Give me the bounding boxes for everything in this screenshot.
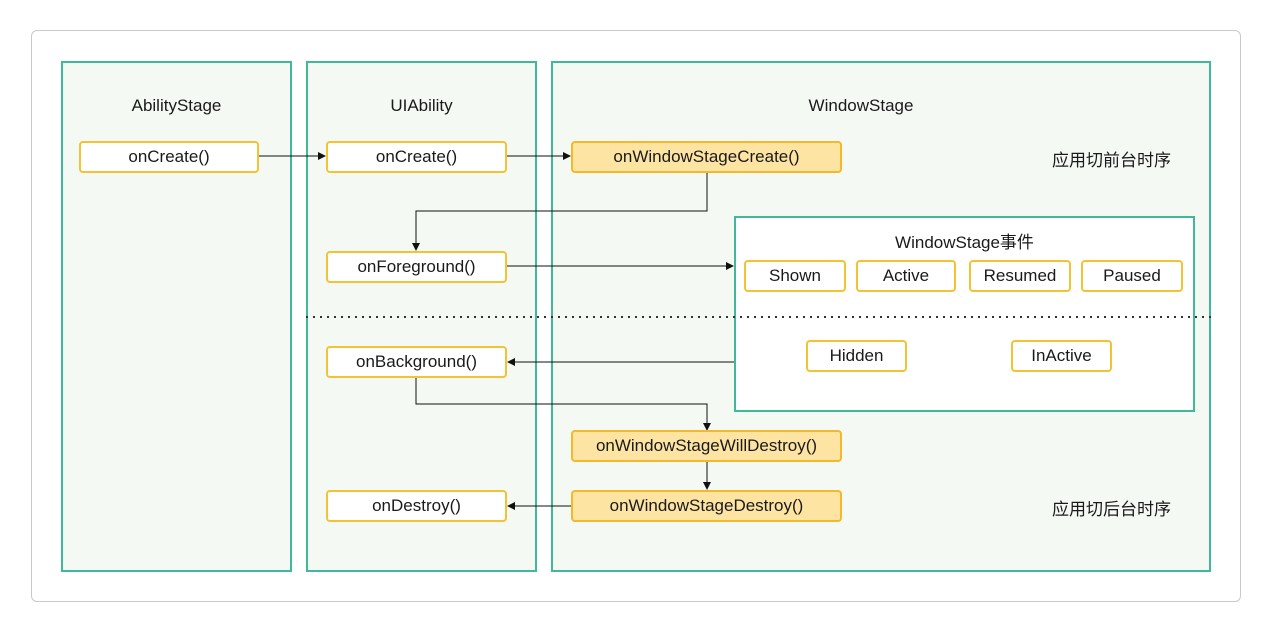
window-stage-events-box — [734, 216, 1195, 412]
events-box-title: WindowStage事件 — [895, 233, 1034, 252]
lane-title-ui-ability: UIAbility — [390, 96, 453, 115]
window-stage-destroy-node: onWindowStageDestroy() — [571, 490, 842, 522]
arrow-background-to-will-destroy — [415, 378, 711, 431]
arrow-ws-create-to-foreground — [412, 172, 708, 251]
ui-ability-on-foreground-node: onForeground() — [326, 251, 507, 283]
event-hidden-node: Hidden — [806, 340, 907, 372]
lane-title-ability-stage: AbilityStage — [131, 96, 222, 115]
background-sequence-label: 应用切后台时序 — [1052, 500, 1171, 520]
event-inactive-node: InActive — [1011, 340, 1112, 372]
ui-ability-on-background-node: onBackground() — [326, 346, 507, 378]
event-resumed-node: Resumed — [969, 260, 1071, 292]
window-stage-create-node: onWindowStageCreate() — [571, 141, 842, 173]
event-shown-node: Shown — [744, 260, 846, 292]
ability-stage-on-create-node: onCreate() — [79, 141, 259, 173]
foreground-sequence-label: 应用切前台时序 — [1052, 151, 1171, 171]
event-active-node: Active — [856, 260, 956, 292]
event-paused-node: Paused — [1081, 260, 1183, 292]
ui-ability-on-destroy-node: onDestroy() — [326, 490, 507, 522]
ui-ability-on-create-node: onCreate() — [326, 141, 507, 173]
window-stage-will-destroy-node: onWindowStageWillDestroy() — [571, 430, 842, 462]
lane-title-window-stage: WindowStage — [808, 96, 914, 115]
